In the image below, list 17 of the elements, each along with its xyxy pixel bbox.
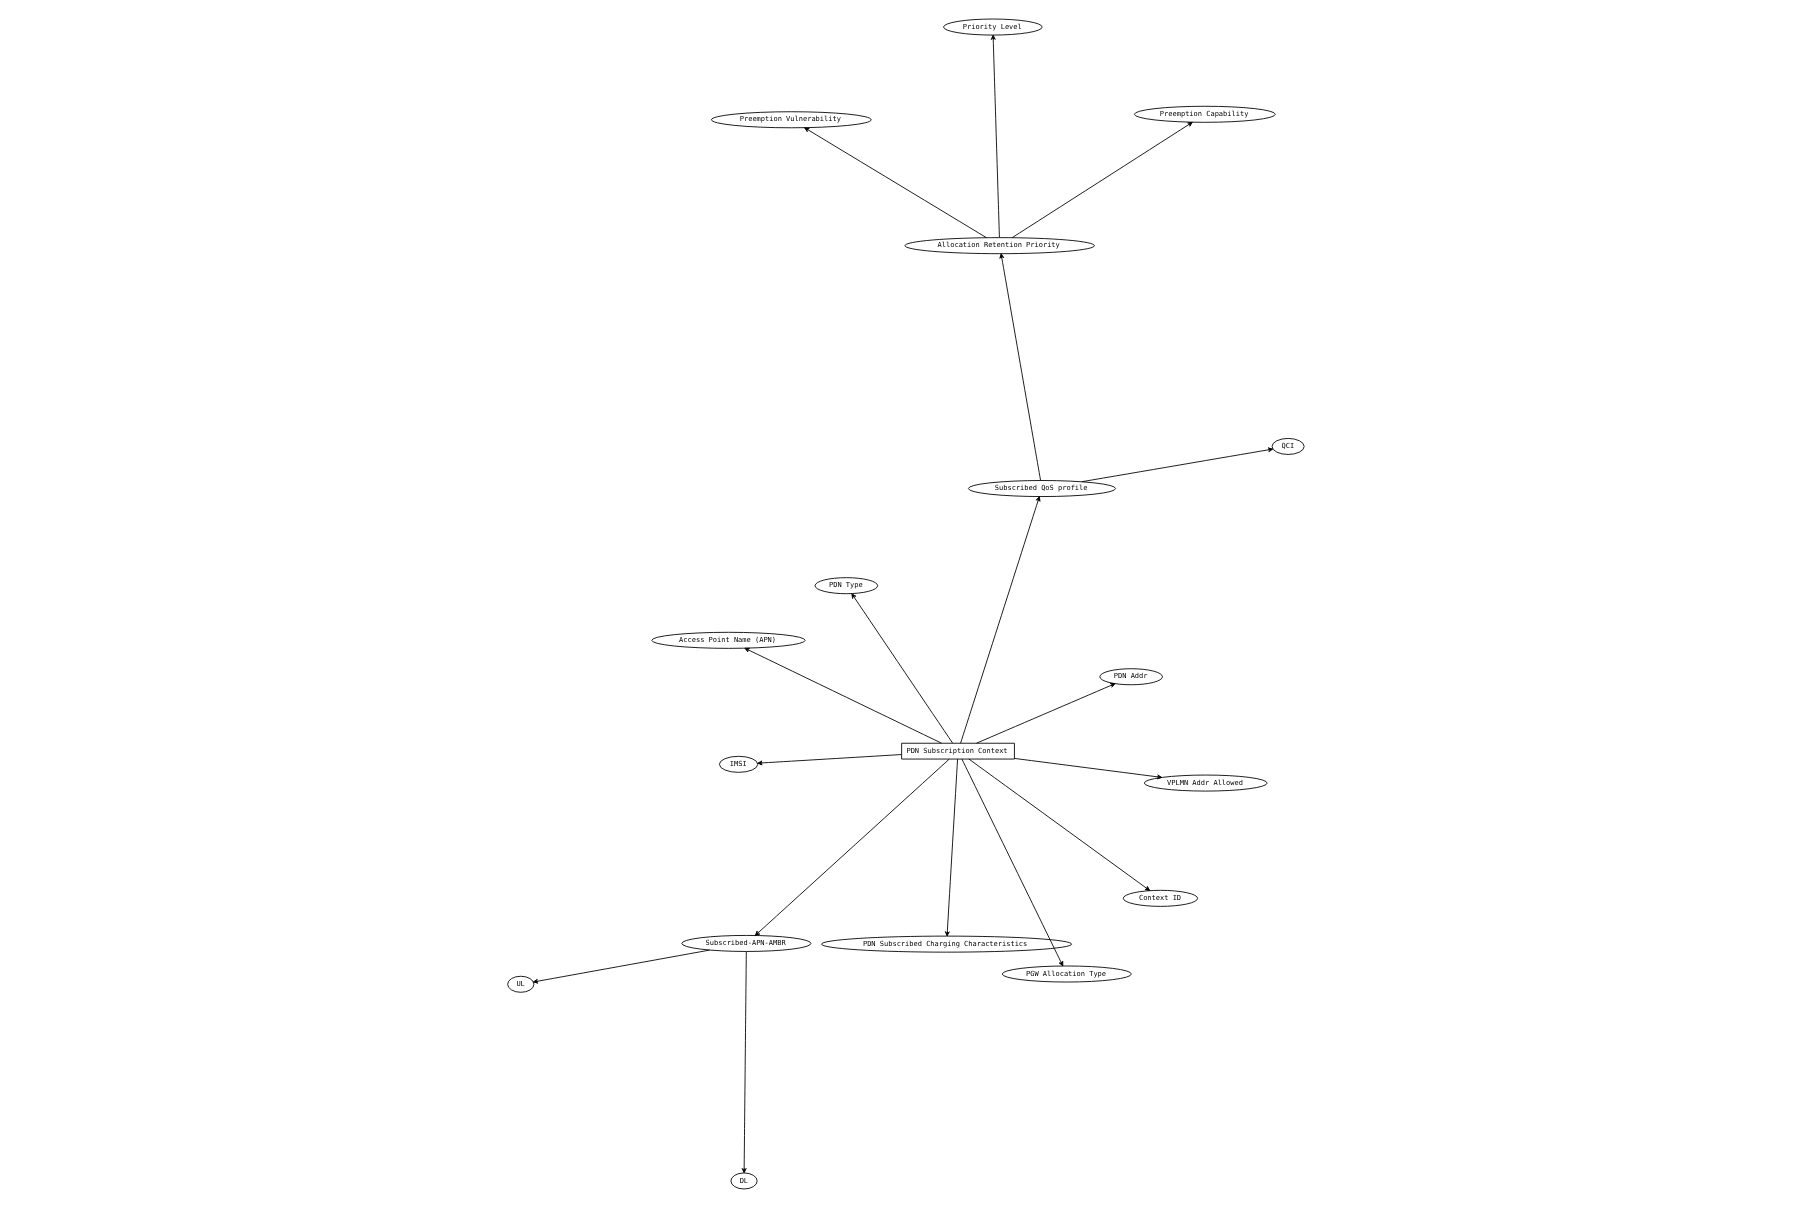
arrow	[753, 758, 949, 936]
arrow	[1010, 121, 1192, 239]
arrow	[960, 758, 1063, 967]
arrow	[1013, 758, 1162, 780]
arrow	[803, 127, 986, 239]
arrow	[743, 647, 941, 744]
arrow	[740, 951, 746, 1174]
arrow	[850, 593, 953, 744]
arrow	[1080, 447, 1273, 483]
arrow	[998, 253, 1040, 481]
arrow	[967, 758, 1150, 891]
arrow	[531, 949, 710, 984]
arrow	[959, 496, 1040, 744]
arrow	[943, 758, 957, 937]
arrow	[756, 754, 901, 766]
arrow	[989, 34, 999, 238]
arrow	[975, 683, 1115, 744]
